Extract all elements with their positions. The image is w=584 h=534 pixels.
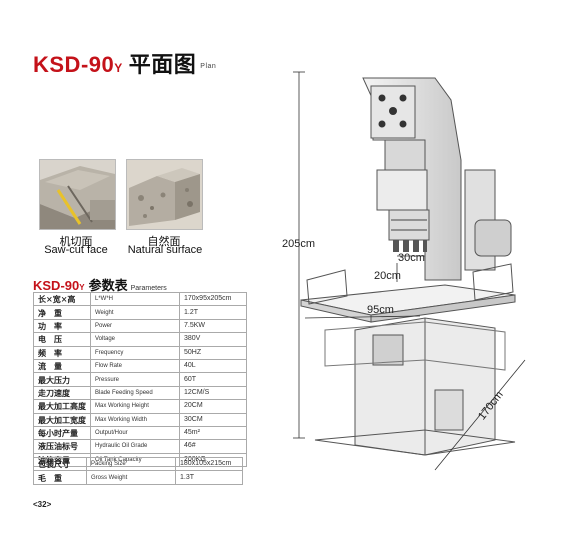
param-row-label-cn: 功 率 — [33, 318, 91, 334]
param-row-value: 170x95x205cm — [179, 291, 247, 307]
param-row-label-en: Power — [90, 318, 180, 334]
gap-dimension-label: 20cm — [374, 270, 401, 282]
param-row-label-cn: 液压油标号 — [33, 439, 91, 454]
packing-row-label-en: Packing Size — [86, 456, 176, 472]
natural-surface-label-en: Natural surface — [127, 244, 203, 256]
param-row-label-cn: 电 压 — [33, 332, 91, 347]
param-row-label-en: Output/Hour — [90, 425, 180, 441]
packing-row-label-cn: 毛 重 — [33, 470, 87, 485]
packing-row-value: 1.3T — [175, 470, 243, 485]
param-row-value: 12CM/S — [179, 385, 247, 401]
saw-cut-label-en: Saw-cut face — [44, 244, 108, 256]
natural-surface-label-cn: 自然面 — [147, 236, 181, 248]
param-row-label-en: Max Working Width — [90, 412, 180, 427]
machine-drawing — [293, 71, 526, 471]
model-suffix: Y — [114, 61, 123, 75]
param-row-label-cn: 最大加工宽度 — [33, 412, 91, 427]
param-row-label-en: Max Working Height — [90, 399, 180, 414]
param-row-label-en: L*W*H — [90, 291, 180, 307]
param-row-value: 30CM — [179, 412, 247, 427]
param-row-value: 60T — [179, 372, 247, 387]
param-row-label-en: Voltage — [90, 332, 180, 347]
param-row-label-cn: 走刀速度 — [33, 385, 91, 401]
depth-dimension-label: 30cm — [398, 252, 425, 264]
width-dimension-label: 95cm — [367, 304, 394, 316]
param-row-label-cn: 流 量 — [33, 358, 91, 374]
param-row-label-en: Blade Feeding Speed — [90, 385, 180, 401]
param-row-label-cn: 长×宽×高 — [33, 291, 91, 307]
param-row-label-en: Flow Rate — [90, 358, 180, 374]
packing-row-label-cn: 包装尺寸 — [33, 456, 87, 472]
title-en: Plan — [200, 62, 217, 70]
title-cn: 平面图 — [128, 52, 197, 77]
param-row-label-cn: 最大压力 — [33, 372, 91, 387]
param-row-label-cn: 频 率 — [33, 345, 91, 360]
param-row-value: 40L — [179, 358, 247, 374]
param-row-value: 1.2T — [179, 305, 247, 320]
param-row-label-en: Weight — [90, 305, 180, 320]
saw-cut-sample-image — [39, 159, 116, 230]
param-row-value: 45m² — [179, 425, 247, 441]
param-row-value: 50HZ — [179, 345, 247, 360]
packing-row-label-en: Gross Weight — [86, 470, 176, 485]
saw-cut-label-cn: 机切面 — [59, 236, 93, 248]
params-model: KSD-90 — [33, 278, 80, 293]
param-row-value: 380V — [179, 332, 247, 347]
params-model-suffix: Y — [79, 283, 85, 292]
param-row-label-cn: 最大加工高度 — [33, 399, 91, 414]
param-row-label-en: Pressure — [90, 372, 180, 387]
params-title-cn: 参数表 — [88, 278, 128, 293]
param-row-label-en: Frequency — [90, 345, 180, 360]
page-number: <32> — [33, 500, 52, 509]
param-row-label-cn: 每小时产量 — [33, 425, 91, 441]
param-row-value: 7.5KW — [179, 318, 247, 334]
height-dimension-label: 205cm — [282, 238, 316, 250]
param-row-label-en: Hydraulic Oil Grade — [90, 439, 180, 454]
param-row-label-cn: 净 重 — [33, 305, 91, 320]
natural-surface-sample-image — [126, 159, 203, 230]
model-name: KSD-90 — [33, 52, 115, 77]
param-row-value: 46# — [179, 439, 247, 454]
packing-row-value: 180x105x215cm — [175, 456, 243, 472]
param-row-value: 20CM — [179, 399, 247, 414]
params-title-en: Parameters — [130, 285, 167, 292]
